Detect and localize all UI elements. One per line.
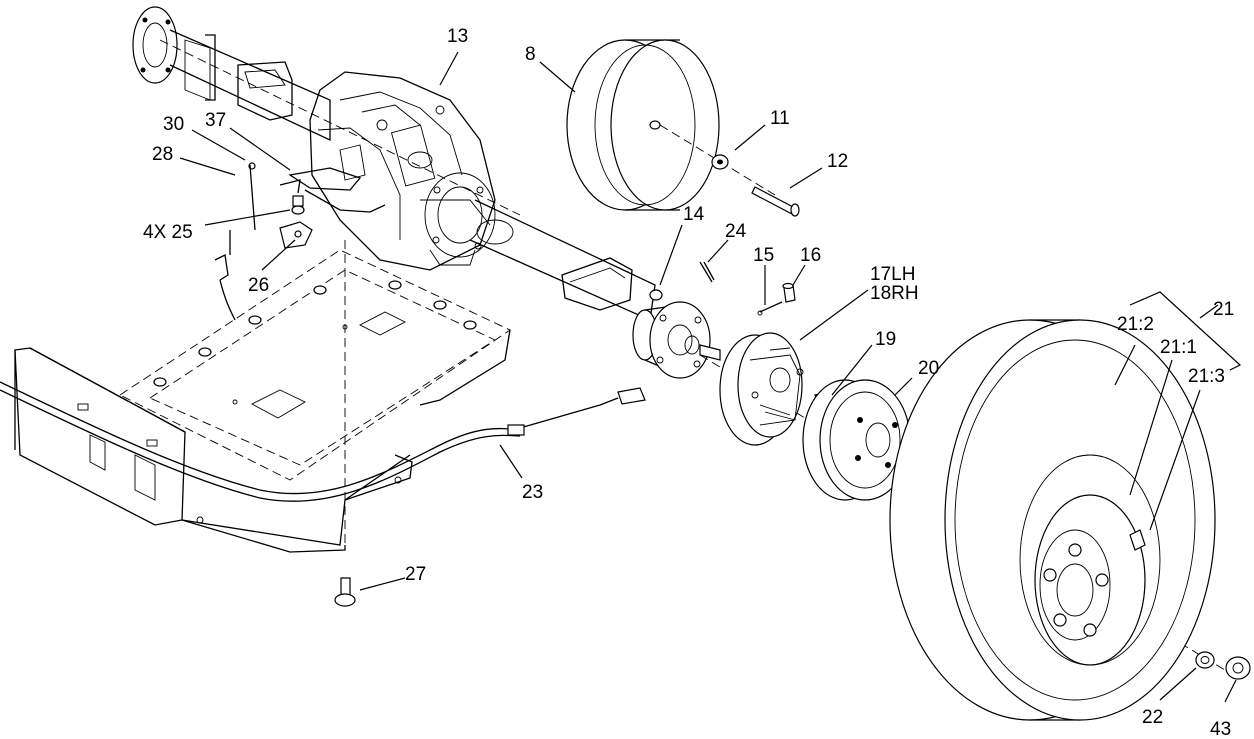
washer-and-bolt [659, 124, 800, 217]
transaxle-housing [132, 6, 656, 321]
callout-21-1: 21:1 [1160, 337, 1197, 358]
brake-cable [0, 381, 646, 502]
callout-11: 11 [770, 108, 790, 129]
callout-22: 22 [1142, 707, 1163, 728]
idler-pulley [566, 39, 720, 211]
frame-bolt [334, 577, 356, 607]
callout-30: 30 [163, 114, 184, 135]
callout-12: 12 [827, 151, 848, 172]
brake-linkage-parts [214, 164, 313, 321]
chassis-frame [14, 240, 511, 553]
wheel-assembly [889, 319, 1216, 721]
callout-19: 19 [875, 329, 896, 350]
brake-drum [802, 379, 926, 501]
leader-lines [179, 51, 1242, 703]
callout-27: 27 [405, 564, 426, 585]
callout-16: 16 [800, 245, 821, 266]
wheel-nuts [1195, 651, 1251, 680]
brake-backing-plate [719, 332, 831, 446]
callout-20: 20 [918, 358, 939, 379]
callout-24: 24 [725, 221, 747, 242]
callout-15: 15 [753, 245, 774, 266]
callout-21: 21 [1213, 299, 1234, 320]
callout-43: 43 [1210, 719, 1231, 739]
small-hardware [699, 261, 796, 316]
callout-18rh: 18RH [870, 283, 919, 304]
callout-labels: 13 8 11 12 30 37 28 4X 25 26 14 24 15 16… [143, 26, 1234, 739]
callout-23: 23 [522, 482, 543, 503]
callout-17lh: 17LH [870, 264, 915, 285]
callout-21-3: 21:3 [1188, 366, 1225, 387]
callout-28: 28 [152, 144, 173, 165]
callout-21-2: 21:2 [1117, 314, 1154, 335]
callout-37: 37 [205, 110, 226, 131]
callout-4x-25: 4X 25 [143, 222, 193, 243]
callout-13: 13 [447, 26, 468, 47]
callout-8: 8 [525, 44, 536, 65]
callout-14: 14 [683, 204, 705, 225]
callout-26: 26 [248, 275, 269, 296]
